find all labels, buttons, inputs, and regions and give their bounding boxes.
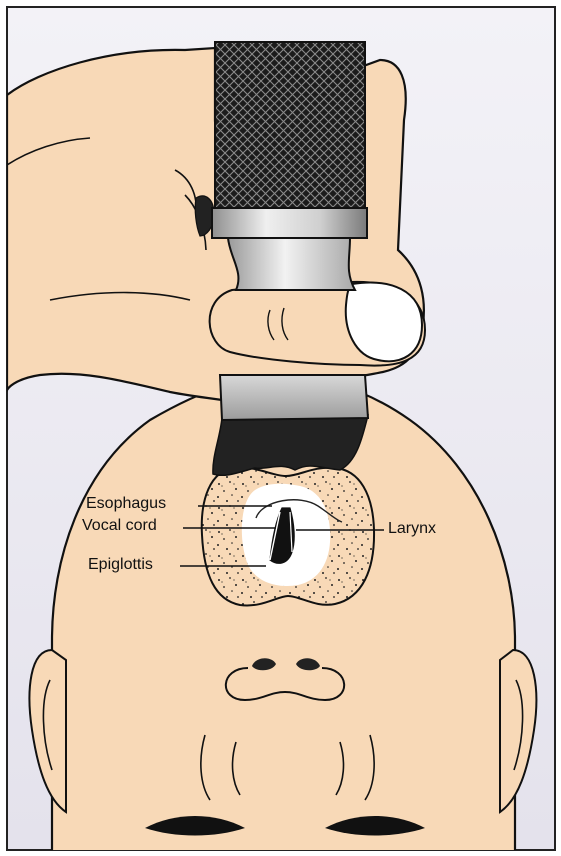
blade-body — [220, 375, 368, 420]
blade-tip — [213, 415, 368, 475]
label-esophagus: Esophagus — [86, 495, 166, 513]
handle-knurled — [215, 42, 365, 210]
handle-shaft — [228, 238, 355, 290]
label-vocal-cord: Vocal cord — [82, 517, 157, 535]
label-epiglottis: Epiglottis — [88, 556, 153, 574]
label-larynx: Larynx — [388, 520, 436, 538]
handle-collar — [212, 208, 367, 238]
